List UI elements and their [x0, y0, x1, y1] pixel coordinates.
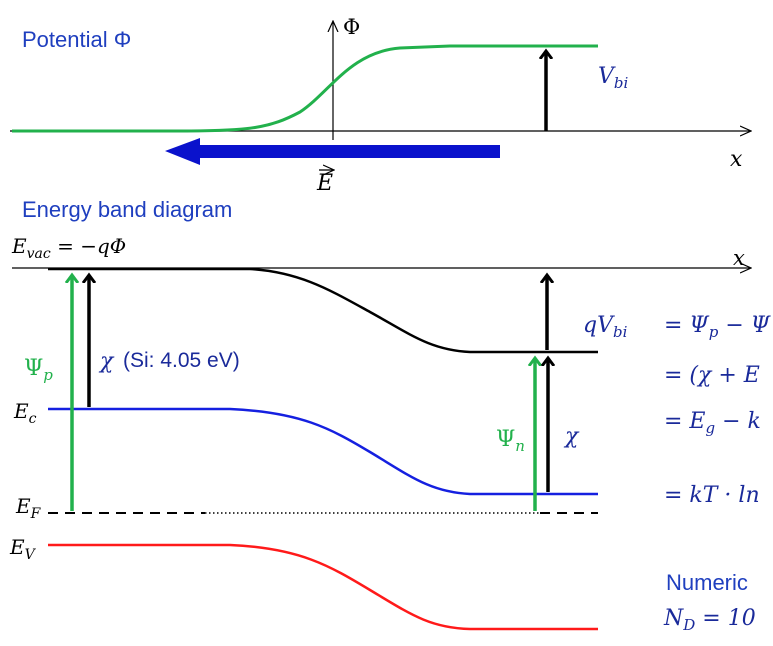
potential-curve [12, 44, 598, 133]
equation-line-4: = kT · ln [664, 483, 760, 508]
psi-p-label: Ψp [24, 356, 53, 384]
band-panel-title: Energy band diagram [22, 197, 232, 222]
ef-label: EF [15, 494, 42, 522]
top-x-axis-label: x [730, 147, 743, 172]
nd-equation: ND = 10 [663, 606, 756, 634]
equation-line-2: = (χ + E [664, 363, 760, 388]
chi-left-symbol: χ [98, 349, 115, 374]
evac-label: Evac = −qΦ [11, 234, 126, 262]
numeric-label: Numeric [666, 570, 748, 595]
ev-label: EV [9, 535, 37, 563]
valence-band-curve [48, 543, 598, 631]
ec-label: Ec [13, 399, 37, 427]
efield-arrow-head [165, 138, 200, 165]
qvbi-equation-lhs: qVbi [583, 313, 628, 341]
potential-panel-title: Potential Φ [22, 27, 131, 52]
top-y-axis-label: Φ [343, 15, 360, 39]
vacuum-level-curve [48, 267, 598, 354]
vbi-label: Vbi [598, 64, 628, 92]
psi-n-label: Ψn [496, 427, 525, 455]
chi-right-symbol: χ [563, 424, 580, 449]
conduction-band-curve [48, 407, 598, 496]
equation-line-1: = Ψp − Ψ [664, 313, 771, 341]
chi-left-note: (Si: 4.05 eV) [123, 349, 240, 372]
equation-line-3: = Eg − k [664, 409, 761, 437]
efield-arrow-body [195, 145, 500, 158]
band-x-axis-label: x [733, 246, 745, 270]
efield-label: E [316, 171, 333, 196]
